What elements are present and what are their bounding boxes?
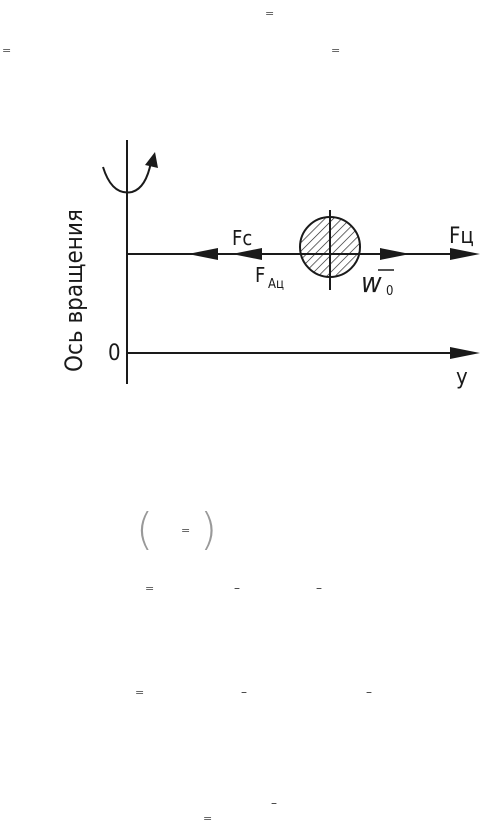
- fa-label-sub: Aц: [268, 277, 284, 292]
- row1-dash-1: –: [234, 581, 240, 595]
- velocity-label-sub: 0: [386, 284, 393, 299]
- y-axis-label: y: [456, 365, 468, 390]
- row1-equals-sign: =: [145, 582, 155, 595]
- rotation-arrowhead: [145, 152, 158, 168]
- right-equals-sign: =: [331, 44, 341, 57]
- fc-arrowhead: [188, 248, 218, 260]
- row2-equals-sign: =: [135, 686, 145, 699]
- fc-right-label: Fц: [449, 224, 474, 249]
- row1-dash-2: –: [316, 581, 322, 595]
- row2-dash-2: –: [366, 685, 372, 699]
- velocity-label-main: w: [361, 266, 382, 299]
- fc-right-arrowhead: [450, 248, 480, 260]
- y-axis-arrowhead: [450, 347, 480, 359]
- right-parenthesis: ): [200, 504, 218, 555]
- fc-label: Fc: [232, 226, 252, 250]
- left-parenthesis: (: [136, 504, 154, 555]
- rotation-axis-label: Ось вращения: [60, 209, 88, 372]
- bottom-dash: –: [271, 796, 277, 810]
- top-equals-sign: =: [265, 7, 275, 20]
- left-equals-sign: =: [2, 44, 12, 57]
- fa-label-main: F: [255, 263, 265, 287]
- row2-dash-1: –: [241, 685, 247, 699]
- w0-arrowhead: [380, 248, 410, 260]
- bottom-equals-sign: =: [203, 812, 213, 825]
- origin-label: 0: [108, 341, 121, 366]
- rotation-arrow: [102, 161, 152, 194]
- parenthesis-equals-sign: =: [181, 524, 191, 537]
- fa-arrowhead: [232, 248, 262, 260]
